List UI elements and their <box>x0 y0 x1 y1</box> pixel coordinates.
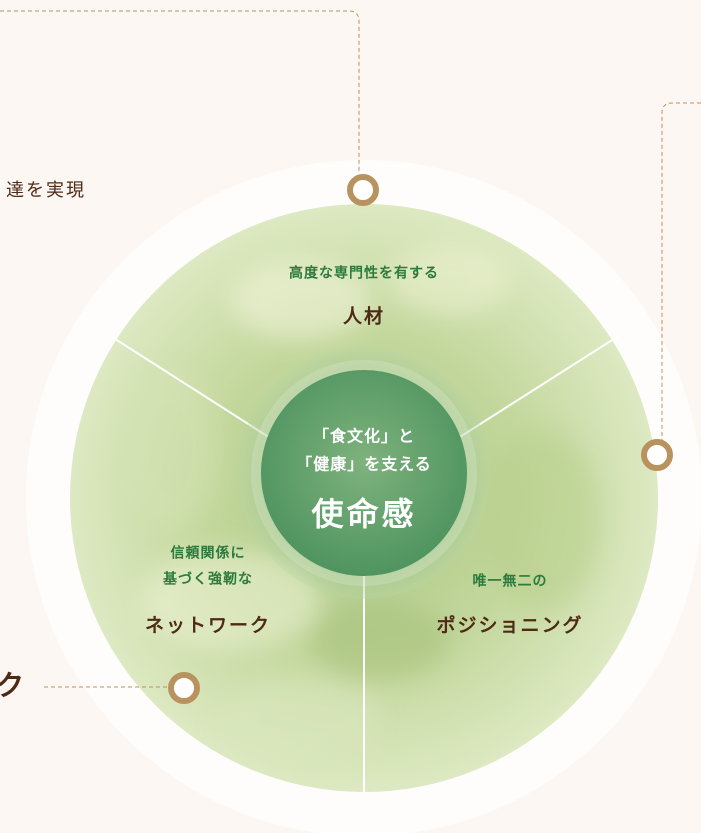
node-top <box>347 174 379 206</box>
center-core <box>261 370 467 576</box>
segment-left-subtitle-2: 基づく強靭な <box>163 571 253 588</box>
node-bottom-left <box>168 672 200 704</box>
top-left-text: 達を実現 <box>6 180 86 201</box>
node-right <box>641 439 673 471</box>
segment-left-subtitle-1: 信頼関係に <box>170 545 246 562</box>
center-line-1: 「食文化」と <box>312 426 416 446</box>
segment-right-subtitle: 唯一無二の <box>472 573 548 590</box>
segment-left-title: ネットワーク <box>144 614 272 637</box>
background-texture <box>120 245 600 760</box>
dashed-connectors <box>0 10 701 688</box>
center-title: 使命感 <box>311 495 417 533</box>
segment-right-title: ポジショニング <box>436 614 584 637</box>
segment-top-title: 人材 <box>342 305 386 328</box>
segment-top-subtitle: 高度な専門性を有する <box>289 265 439 282</box>
center-line-2: 「健康」を支える <box>296 454 432 474</box>
bottom-left-text: ク <box>0 669 25 702</box>
connector-nodes <box>168 174 673 704</box>
